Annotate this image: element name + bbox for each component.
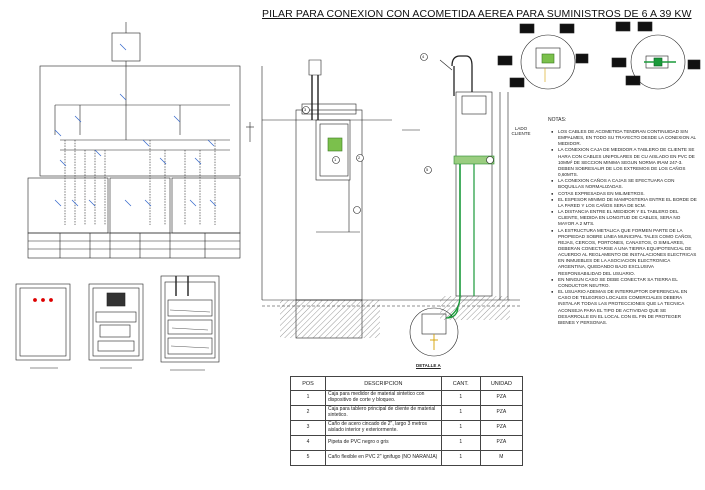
- cabinet-front-view: [15, 283, 71, 369]
- cell-pos: 1: [290, 390, 326, 406]
- connection-detail-1: [497, 23, 589, 90]
- pillar-section: [420, 53, 510, 320]
- cell-desc: Caño flexible en PVC 2" ignifugo (NO NAR…: [325, 450, 442, 466]
- cell-desc: Caño de acero cincado de 2", largo 3 met…: [325, 420, 442, 436]
- note-item: EL USUARIO ADEMAS DE INTERRUPTOR DIFEREN…: [551, 289, 698, 326]
- cell-unit: M: [479, 450, 524, 466]
- callout-5: 5: [426, 167, 429, 172]
- header-qty: CANT.: [440, 376, 481, 391]
- pillar-elevation: [261, 59, 520, 339]
- table-row: 5 Caño flexible en PVC 2" ignifugo (NO N…: [290, 450, 524, 466]
- detail-a: [409, 305, 459, 357]
- cell-desc: Caja para medidor de material sintetico …: [325, 390, 442, 406]
- cell-qty: 1: [440, 390, 481, 406]
- callout-1: 1: [334, 157, 337, 162]
- drawing-title: PILAR PARA CONEXION CON ACOMETIDA AEREA …: [262, 8, 692, 20]
- note-item: LA ESTRUCTURA METALICA QUE FORMEN PARTE …: [551, 228, 698, 277]
- header-unit: UNIDAD: [479, 376, 524, 391]
- cell-qty: 1: [440, 435, 481, 451]
- cell-pos: 5: [290, 450, 326, 466]
- cell-unit: PZA: [479, 405, 524, 421]
- bill-of-materials-table: POS DESCRIPCION CANT. UNIDAD 1 Caja para…: [290, 376, 524, 466]
- callout-2: 2: [358, 155, 361, 160]
- header-desc: DESCRIPCION: [325, 376, 442, 391]
- header-pos: POS: [290, 376, 326, 391]
- note-item: LOS CABLES DE ACOMETIDA TENDRAN CONTINUI…: [551, 129, 698, 147]
- note-item: LA CONEXION CAÑOS A CAJAS SE EFECTUARA C…: [551, 178, 698, 190]
- callout-3: 3: [304, 107, 307, 112]
- cell-unit: PZA: [479, 390, 524, 406]
- cell-desc: Caja para tablero principal de cliente d…: [325, 405, 442, 421]
- notes-list: LOS CABLES DE ACOMETIDA TENDRAN CONTINUI…: [551, 129, 698, 326]
- cell-qty: 1: [440, 450, 481, 466]
- notes-title: NOTAS:: [548, 117, 567, 123]
- note-item: COTAS EXPRESADAS EN MILIMETROS.: [551, 191, 698, 197]
- table-header-row: POS DESCRIPCION CANT. UNIDAD: [290, 376, 524, 391]
- note-item: LA CONEXION CAJA DE MEDIDOR A TABLERO DE…: [551, 147, 698, 178]
- cabinet-interior-view: [88, 283, 144, 369]
- detail-a-label: DETALLE A: [416, 363, 441, 368]
- cell-pos: 3: [290, 420, 326, 436]
- cell-qty: 1: [440, 420, 481, 436]
- cell-unit: PZA: [479, 420, 524, 436]
- note-item: LA DISTANCIA ENTRE EL MEDIDOR Y EL TABLE…: [551, 209, 698, 227]
- cell-pos: 4: [290, 435, 326, 451]
- table-row: 2 Caja para tablero principal de cliente…: [290, 405, 524, 421]
- side-label: LADO CLIENTE: [511, 126, 531, 136]
- connection-detail-2: [611, 21, 701, 90]
- cell-qty: 1: [440, 405, 481, 421]
- table-row: 4 Pipeta de PVC negro o gris 1 PZA: [290, 435, 524, 451]
- table-row: 1 Caja para medidor de material sintetic…: [290, 390, 524, 406]
- cell-pos: 2: [290, 405, 326, 421]
- table-row: 3 Caño de acero cincado de 2", largo 3 m…: [290, 420, 524, 436]
- cell-desc: Pipeta de PVC negro o gris: [325, 435, 442, 451]
- single-line-diagram: [27, 22, 254, 259]
- note-item: EL ESPESOR MINIMO DE MAMPOSTERIA ENTRE E…: [551, 197, 698, 209]
- cell-unit: PZA: [479, 435, 524, 451]
- callout-4: 4: [422, 54, 425, 59]
- cabinet-wiring-view: [160, 275, 220, 371]
- note-item: EN NINGUN CASO SE DEBE CONECTAR SA TIERR…: [551, 277, 698, 289]
